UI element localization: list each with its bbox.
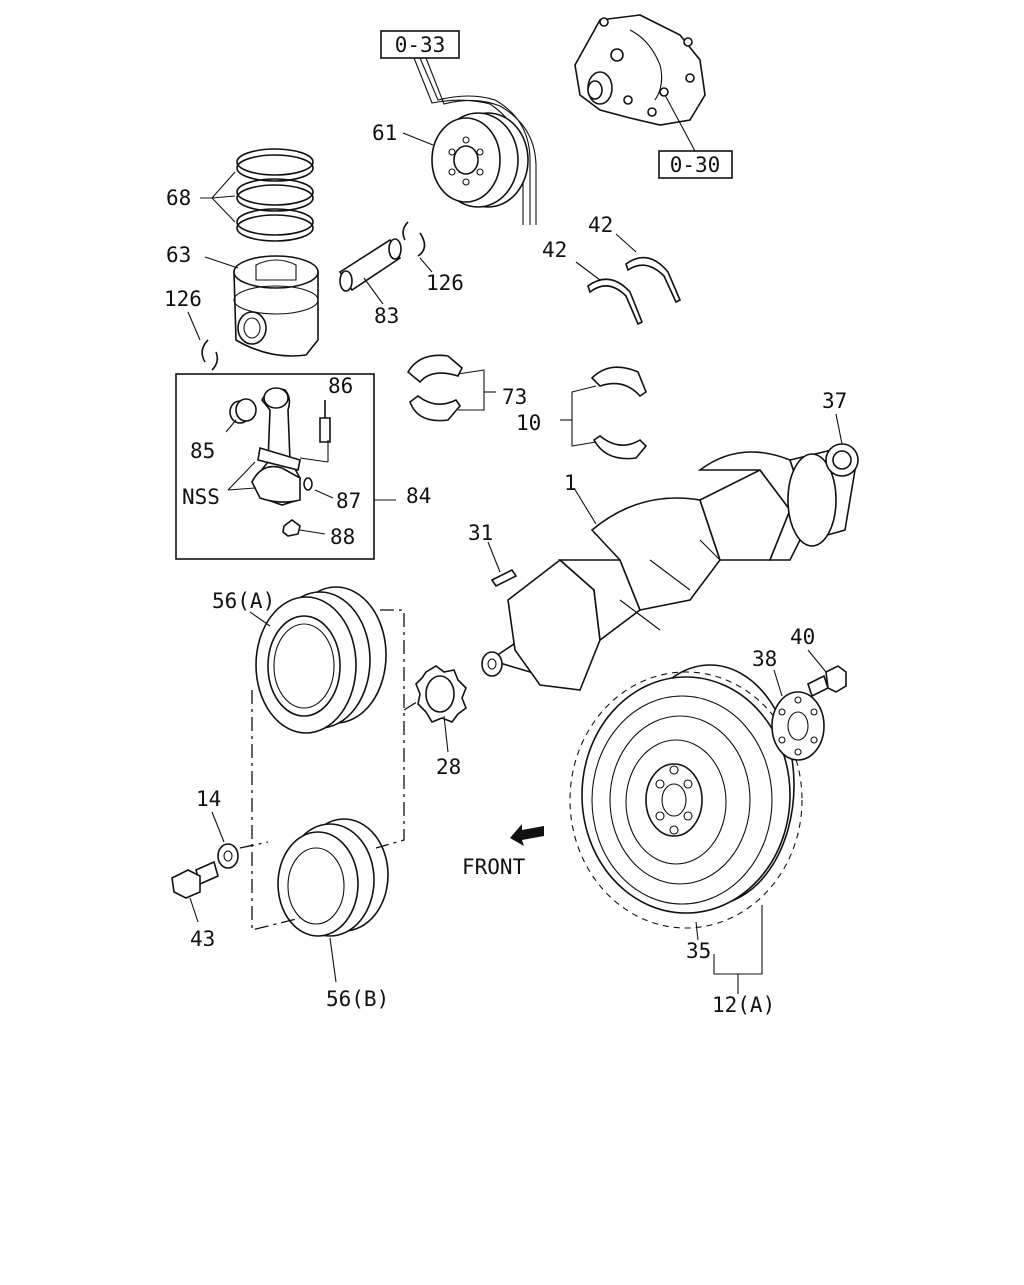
ring-gear-35[interactable] bbox=[569, 671, 803, 929]
water-pump bbox=[574, 14, 706, 152]
pilot-bearing-37[interactable] bbox=[825, 443, 859, 477]
main-bearing-10[interactable] bbox=[590, 366, 648, 460]
washer-14[interactable] bbox=[217, 843, 239, 869]
nut-88[interactable] bbox=[282, 519, 301, 537]
callout-37: 37 bbox=[822, 389, 847, 413]
callout-nss: NSS bbox=[182, 485, 220, 509]
snap-ring-126-left[interactable] bbox=[201, 339, 219, 371]
piston-63[interactable] bbox=[233, 255, 319, 357]
callout-35: 35 bbox=[686, 939, 711, 963]
bolt-86[interactable] bbox=[319, 400, 331, 443]
callout-56b: 56(B) bbox=[326, 987, 389, 1011]
callout-12a: 12(A) bbox=[712, 993, 775, 1017]
callout-88: 88 bbox=[330, 525, 355, 549]
callout-labels: 61 68 63 126 126 83 42 42 73 86 85 NSS 8… bbox=[164, 121, 847, 1017]
callout-73: 73 bbox=[502, 385, 527, 409]
pulley-61[interactable] bbox=[431, 112, 529, 208]
callout-84: 84 bbox=[406, 484, 431, 508]
callout-87: 87 bbox=[336, 489, 361, 513]
flywheel-12a[interactable] bbox=[581, 664, 795, 914]
callout-43: 43 bbox=[190, 927, 215, 951]
callout-31: 31 bbox=[468, 521, 493, 545]
ref-label-0-30: 0-30 bbox=[670, 153, 721, 177]
callout-126-left: 126 bbox=[164, 287, 202, 311]
callout-63: 63 bbox=[166, 243, 191, 267]
callout-42-lower: 42 bbox=[542, 238, 567, 262]
conrod-assembly-box bbox=[175, 373, 375, 560]
front-arrow-icon bbox=[510, 824, 544, 846]
thrust-washer-42-left[interactable] bbox=[587, 278, 644, 326]
ref-label-0-33: 0-33 bbox=[395, 33, 446, 57]
ref-box-0-33[interactable]: 0-33 bbox=[380, 30, 460, 59]
connecting-rod-84[interactable] bbox=[251, 387, 301, 506]
callout-1: 1 bbox=[564, 471, 577, 495]
callout-56a: 56(A) bbox=[212, 589, 275, 613]
key-31[interactable] bbox=[490, 568, 518, 588]
callout-61: 61 bbox=[372, 121, 397, 145]
ref-box-0-30[interactable]: 0-30 bbox=[658, 150, 733, 179]
callout-10: 10 bbox=[516, 411, 541, 435]
callout-126-right: 126 bbox=[426, 271, 464, 295]
crankshaft-1[interactable] bbox=[481, 447, 856, 691]
callout-68: 68 bbox=[166, 186, 191, 210]
snap-ring-126-right[interactable] bbox=[402, 221, 426, 257]
callout-86: 86 bbox=[328, 374, 353, 398]
plate-38[interactable] bbox=[771, 691, 825, 761]
conrod-bearing-73[interactable] bbox=[406, 354, 463, 422]
callout-38: 38 bbox=[752, 647, 777, 671]
callout-28: 28 bbox=[436, 755, 461, 779]
callout-40: 40 bbox=[790, 625, 815, 649]
callout-14: 14 bbox=[196, 787, 221, 811]
pin-87[interactable] bbox=[303, 477, 313, 491]
bolt-43[interactable] bbox=[171, 860, 219, 899]
piston-rings-68[interactable] bbox=[236, 148, 314, 242]
crank-gear-28[interactable] bbox=[415, 665, 467, 723]
bolt-40[interactable] bbox=[807, 665, 847, 698]
damper-pulley-56b[interactable] bbox=[277, 818, 389, 937]
piston-pin-83[interactable] bbox=[338, 238, 402, 292]
damper-pulley-56a[interactable] bbox=[255, 586, 387, 734]
bushing-85[interactable] bbox=[229, 398, 257, 424]
front-label: FRONT bbox=[462, 855, 526, 879]
thrust-washer-42-right[interactable] bbox=[625, 256, 682, 304]
callout-85: 85 bbox=[190, 439, 215, 463]
callout-42-upper: 42 bbox=[588, 213, 613, 237]
callout-83: 83 bbox=[374, 304, 399, 328]
